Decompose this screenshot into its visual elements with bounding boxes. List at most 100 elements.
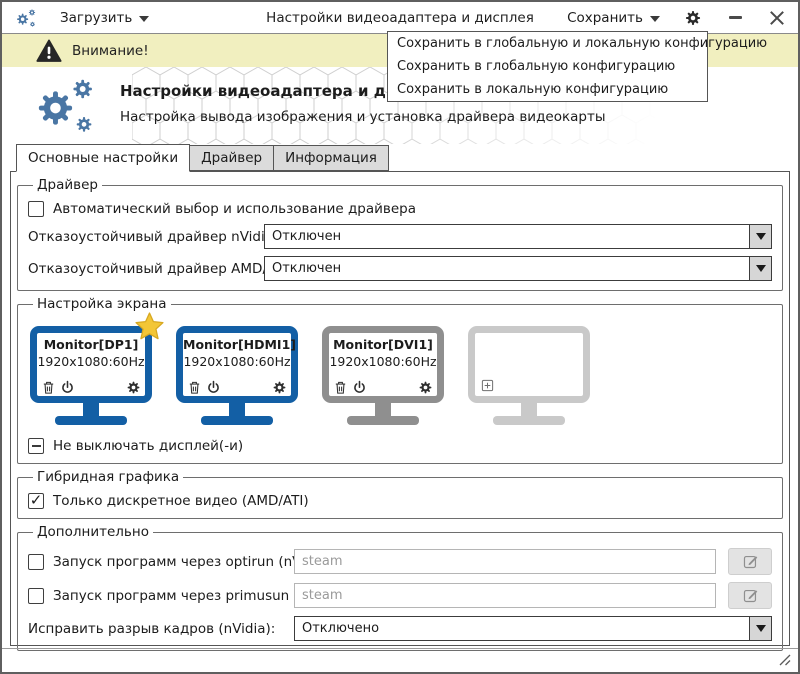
hybrid-group-title: Гибридная графика bbox=[37, 469, 180, 485]
tab-main-settings[interactable]: Основные настройки bbox=[16, 144, 191, 172]
close-icon bbox=[770, 10, 784, 25]
keep-displays-on-checkbox[interactable] bbox=[28, 438, 44, 454]
tab-driver[interactable]: Драйвер bbox=[189, 145, 275, 171]
monitor-settings-gear-icon[interactable] bbox=[418, 380, 433, 395]
tab-label: Информация bbox=[285, 150, 377, 166]
tab-label: Основные настройки bbox=[28, 150, 179, 166]
monitor-settings-gear-icon[interactable] bbox=[126, 380, 141, 395]
dropdown-arrow-button[interactable] bbox=[749, 257, 771, 280]
primusun-edit-button[interactable] bbox=[728, 582, 772, 609]
dropdown-arrow-button[interactable] bbox=[749, 617, 771, 640]
monitor-base bbox=[347, 416, 419, 425]
nvidia-failsafe-select[interactable]: Отключен bbox=[264, 224, 772, 249]
delete-monitor-trash-icon[interactable] bbox=[41, 380, 56, 395]
amd-failsafe-value: Отключен bbox=[272, 261, 342, 276]
discrete-only-checkbox[interactable] bbox=[28, 493, 44, 509]
monitor-settings-gear-icon[interactable] bbox=[272, 380, 287, 395]
menu-item-save-global-and-local[interactable]: Сохранить в глобальную и локальную конфи… bbox=[397, 36, 768, 51]
page-title: Настройки видеоадаптера и дисплея bbox=[120, 82, 447, 100]
monitor-empty-slot[interactable] bbox=[468, 326, 590, 425]
optirun-command-input[interactable] bbox=[294, 549, 716, 574]
load-button[interactable]: Загрузить bbox=[60, 9, 150, 26]
nvidia-failsafe-value: Отключен bbox=[272, 229, 342, 244]
window-title: Настройки видеоадаптера и дисплея bbox=[266, 9, 534, 26]
tearing-fix-value: Отключено bbox=[302, 621, 380, 636]
auto-driver-checkbox[interactable] bbox=[28, 201, 44, 217]
load-button-label: Загрузить bbox=[60, 9, 133, 26]
monitor-resolution: 1920x1080:60Hz bbox=[329, 354, 437, 369]
tab-bar: Основные настройки Драйвер Информация bbox=[16, 144, 798, 172]
toolbar: Загрузить Настройки видеоадаптера и дисп… bbox=[2, 2, 798, 34]
primusun-checkbox[interactable] bbox=[28, 587, 44, 604]
monitor-base bbox=[493, 416, 565, 425]
monitor-hdmi1[interactable]: Monitor[HDMI1] 1920x1080:60Hz bbox=[176, 326, 298, 425]
monitor-resolution: 1920x1080:60Hz bbox=[37, 354, 145, 369]
monitor-screen bbox=[468, 326, 590, 403]
monitor-name: Monitor[HDMI1] bbox=[183, 337, 296, 352]
edit-pencil-icon bbox=[743, 555, 758, 569]
power-monitor-icon[interactable] bbox=[206, 380, 221, 395]
power-monitor-icon[interactable] bbox=[60, 380, 75, 395]
app-logo-gears-icon bbox=[38, 79, 92, 132]
primusun-command-input[interactable] bbox=[294, 583, 716, 608]
amd-failsafe-label: Отказоустойчивый драйвер AMD/ATI: bbox=[28, 260, 292, 277]
warning-text: Внимание! bbox=[72, 42, 149, 59]
primusun-label: Запуск программ через primusun (nVidia): bbox=[53, 587, 351, 604]
monitor-dvi1[interactable]: Monitor[DVI1] 1920x1080:60Hz bbox=[322, 326, 444, 425]
auto-driver-label: Автоматический выбор и использование дра… bbox=[53, 201, 417, 217]
settings-gear-icon[interactable] bbox=[684, 9, 702, 27]
monitor-name: Monitor[DP1] bbox=[43, 337, 139, 352]
monitor-stand bbox=[375, 403, 391, 416]
nvidia-failsafe-label: Отказоустойчивый драйвер nVidia: bbox=[28, 228, 278, 245]
resize-grip[interactable] bbox=[778, 653, 791, 666]
app-logo-gears-icon bbox=[17, 8, 36, 27]
tab-content-panel: Драйвер Автоматический выбор и использов… bbox=[10, 171, 790, 651]
dropdown-arrow-button[interactable] bbox=[749, 225, 771, 248]
screen-group: Настройка экрана Monitor[DP1] 1920x1080:… bbox=[17, 296, 783, 464]
optirun-label: Запуск программ через optirun (nVidia): bbox=[53, 553, 336, 570]
amd-failsafe-select[interactable]: Отключен bbox=[264, 256, 772, 281]
monitor-screen: Monitor[HDMI1] 1920x1080:60Hz bbox=[176, 326, 298, 403]
monitor-stand bbox=[521, 403, 537, 416]
screen-group-title: Настройка экрана bbox=[37, 296, 167, 312]
chevron-down-icon bbox=[755, 625, 766, 632]
driver-group-title: Драйвер bbox=[37, 177, 98, 193]
menu-item-save-global[interactable]: Сохранить в глобальную конфигурацию bbox=[397, 59, 676, 74]
tab-info[interactable]: Информация bbox=[273, 145, 389, 171]
monitor-list: Monitor[DP1] 1920x1080:60Hz Monitor[HDMI… bbox=[30, 312, 770, 425]
save-dropdown-menu: Сохранить в глобальную и локальную конфи… bbox=[387, 31, 768, 102]
tearing-fix-select[interactable]: Отключено bbox=[294, 616, 772, 641]
monitor-name: Monitor[DVI1] bbox=[333, 337, 433, 352]
warning-triangle-icon bbox=[36, 39, 62, 62]
minimize-button[interactable] bbox=[726, 9, 744, 27]
tab-label: Драйвер bbox=[201, 150, 263, 166]
edit-pencil-icon bbox=[743, 589, 758, 603]
monitor-base bbox=[201, 416, 273, 425]
status-bar bbox=[2, 648, 798, 672]
save-button[interactable]: Сохранить bbox=[567, 10, 660, 26]
save-button-label: Сохранить bbox=[567, 9, 643, 26]
delete-monitor-trash-icon[interactable] bbox=[333, 380, 348, 395]
discrete-only-label: Только дискретное видео (AMD/ATI) bbox=[53, 493, 309, 509]
chevron-down-icon bbox=[650, 15, 660, 22]
minimize-icon bbox=[728, 16, 742, 19]
power-monitor-icon[interactable] bbox=[352, 380, 367, 395]
page-subtitle: Настройка вывода изображения и установка… bbox=[120, 109, 606, 125]
monitor-dp1[interactable]: Monitor[DP1] 1920x1080:60Hz bbox=[30, 312, 164, 425]
extra-group-title: Дополнительно bbox=[37, 524, 149, 540]
driver-group: Драйвер Автоматический выбор и использов… bbox=[17, 177, 783, 291]
monitor-base bbox=[55, 416, 127, 425]
menu-item-save-local[interactable]: Сохранить в локальную конфигурацию bbox=[397, 82, 669, 97]
monitor-stand bbox=[83, 403, 99, 416]
hybrid-graphics-group: Гибридная графика Только дискретное виде… bbox=[17, 469, 783, 519]
add-monitor-icon[interactable] bbox=[480, 378, 495, 393]
extra-group: Дополнительно Запуск программ через opti… bbox=[17, 524, 783, 651]
keep-displays-on-label: Не выключать дисплей(-и) bbox=[53, 438, 244, 454]
monitor-stand bbox=[229, 403, 245, 416]
close-button[interactable] bbox=[768, 9, 786, 27]
optirun-edit-button[interactable] bbox=[728, 548, 772, 575]
optirun-checkbox[interactable] bbox=[28, 553, 44, 570]
tearing-fix-label: Исправить разрыв кадров (nVidia): bbox=[28, 620, 276, 637]
delete-monitor-trash-icon[interactable] bbox=[187, 380, 202, 395]
